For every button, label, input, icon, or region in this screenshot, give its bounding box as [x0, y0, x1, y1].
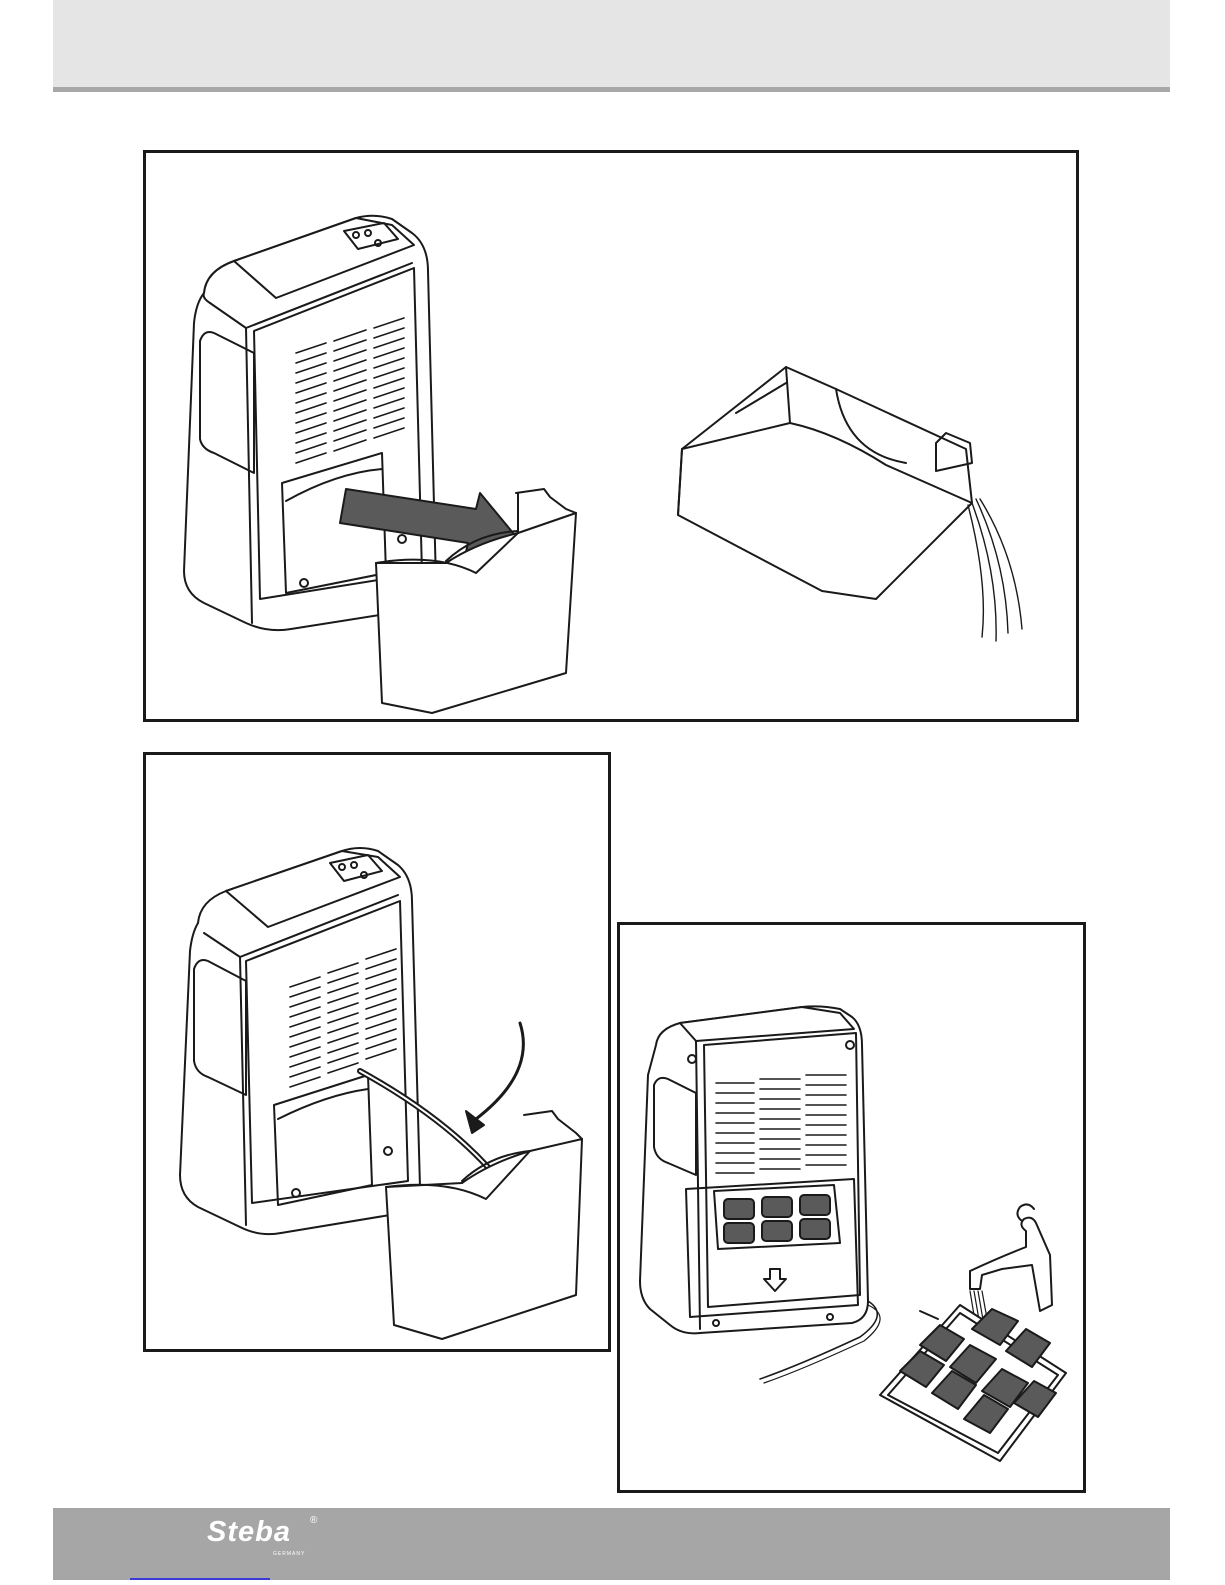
arrow-icon	[476, 1023, 523, 1119]
illustration-drain-hose	[146, 755, 608, 1349]
registered-mark: ®	[310, 1515, 317, 1526]
dehumidifier-icon	[180, 848, 420, 1234]
illustration-top	[146, 153, 1076, 719]
footer-link-underline[interactable]	[130, 1578, 270, 1580]
page-header-band	[53, 0, 1170, 87]
figure-clean-filter	[617, 922, 1086, 1493]
illustration-clean-filter	[620, 925, 1083, 1490]
figure-drain-hose	[143, 752, 611, 1352]
brand-subtitle: GERMANY	[273, 1551, 305, 1557]
filter-icon	[880, 1305, 1066, 1461]
dehumidifier-icon	[640, 1006, 868, 1333]
water-tank-icon-empty	[678, 367, 972, 599]
water-stream-icon	[968, 499, 1022, 641]
figure-remove-and-empty-tank	[143, 150, 1079, 722]
page-header-rule	[53, 87, 1170, 92]
brand-logo: Steba	[207, 1518, 291, 1547]
